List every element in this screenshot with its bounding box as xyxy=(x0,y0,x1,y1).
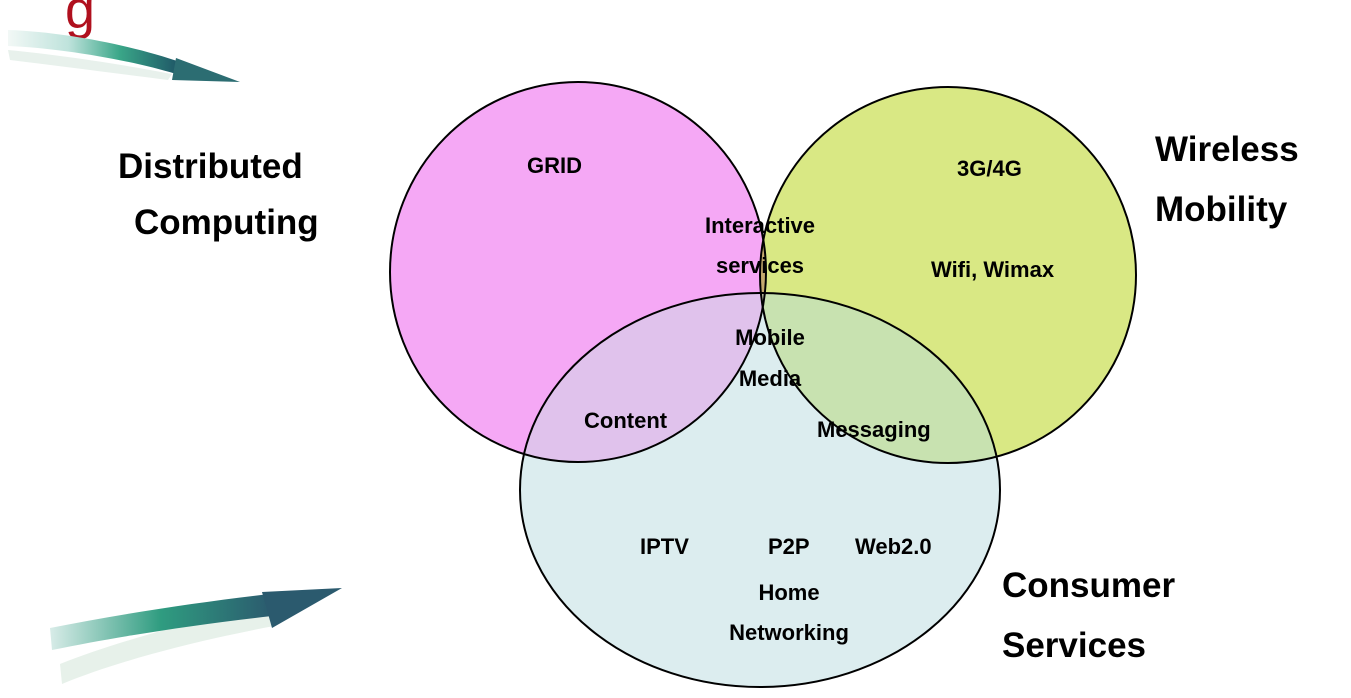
region-label-wifi-wimax: Wifi, Wimax xyxy=(931,257,1055,282)
region-label-iptv: IPTV xyxy=(640,534,689,559)
region-label-media: Media xyxy=(739,366,802,391)
region-label-web20: Web2.0 xyxy=(855,534,932,559)
region-label-messaging: Messaging xyxy=(817,417,931,442)
region-label-services: services xyxy=(716,253,804,278)
region-label-networking: Networking xyxy=(729,620,849,645)
wireless-label-line-2: Mobility xyxy=(1155,190,1288,229)
region-label-home: Home xyxy=(758,580,819,605)
slide-title-fragment: g xyxy=(65,0,95,40)
overlap-wireless-consumer xyxy=(760,293,1000,463)
set-outlines xyxy=(389,81,1137,688)
region-label-grid: GRID xyxy=(527,153,582,178)
distributed-label-line-1: Distributed xyxy=(118,147,303,186)
region-label-p2p: P2P xyxy=(768,534,810,559)
region-label-mobile: Mobile xyxy=(735,325,805,350)
region-label-3g4g: 3G/4G xyxy=(957,156,1022,181)
overlap-distributed-consumer xyxy=(520,293,766,462)
wireless-label-line-1: Wireless xyxy=(1155,130,1299,169)
arrow-swoosh-top-left-icon xyxy=(8,30,240,82)
region-label-content: Content xyxy=(584,408,668,433)
consumer-label-line-2: Services xyxy=(1002,626,1146,665)
consumer-label-line-1: Consumer xyxy=(1002,566,1175,605)
arrow-swoosh-bottom-left-icon xyxy=(50,588,342,684)
distributed-label-line-2: Computing xyxy=(134,203,319,242)
region-label-interactive: Interactive xyxy=(705,213,815,238)
